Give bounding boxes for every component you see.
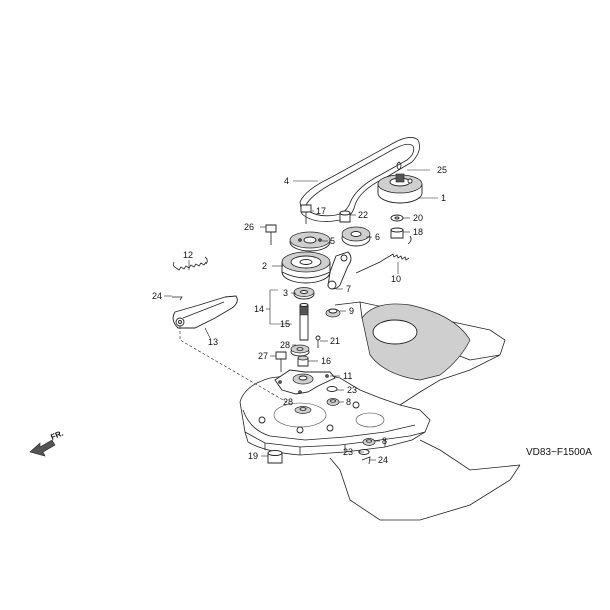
callout-21: 21 (330, 336, 340, 346)
tension-arm (327, 251, 352, 290)
diagram-reference-code: VD83−F1500A (526, 447, 592, 458)
callout-15: 15 (280, 319, 290, 329)
washer-20 (390, 214, 404, 222)
collar-3 (293, 287, 315, 300)
callout-numbers: 4 25 1 17 22 20 26 18 5 6 2 12 10 3 7 24… (152, 165, 447, 465)
spring-12 (172, 256, 208, 271)
bolt-19 (267, 450, 283, 464)
callout-2: 2 (262, 261, 267, 271)
callout-12: 12 (183, 250, 193, 260)
callout-5: 5 (330, 236, 335, 246)
collar-16 (297, 355, 309, 367)
callout-22: 22 (358, 210, 368, 220)
idler-arm (172, 295, 238, 329)
nut-9 (325, 308, 341, 318)
callout-24-lower: 24 (378, 455, 388, 465)
leader-lines (164, 169, 438, 461)
callout-3: 3 (283, 288, 288, 298)
callout-28-upper: 28 (280, 340, 290, 350)
bolt-17 (300, 204, 312, 224)
main-pulley (281, 251, 331, 284)
callout-10: 10 (391, 274, 401, 284)
front-direction-arrow: FR. (29, 429, 65, 457)
callout-16: 16 (321, 356, 331, 366)
callout-8-lower: 8 (382, 436, 387, 446)
right-pulley-assembly (377, 173, 423, 204)
nut-18 (390, 227, 404, 239)
callout-23-lower: 23 (343, 447, 353, 457)
callout-26: 26 (244, 222, 254, 232)
callout-4: 4 (284, 176, 289, 186)
callout-28-lower: 28 (283, 397, 293, 407)
nut-8-upper (326, 398, 340, 406)
nut-8-lower (362, 438, 376, 446)
tension-spring (355, 235, 412, 274)
callout-8-upper: 8 (346, 397, 351, 407)
callout-14: 14 (254, 304, 264, 314)
callout-7: 7 (346, 284, 351, 294)
bearing-lower (294, 406, 312, 414)
nut-23-upper (326, 386, 338, 392)
screw-26 (265, 224, 277, 245)
callout-13: 13 (208, 337, 218, 347)
callout-9: 9 (349, 306, 354, 316)
clip-24-left (172, 296, 183, 301)
spindle-shaft (299, 303, 309, 341)
bolt-27 (275, 351, 287, 372)
callout-23-upper: 23 (347, 385, 357, 395)
callout-1: 1 (441, 193, 446, 203)
callout-20: 20 (413, 213, 423, 223)
upper-pulley (289, 231, 331, 252)
callout-19: 19 (248, 451, 258, 461)
callout-27: 27 (258, 351, 268, 361)
callout-18: 18 (413, 227, 423, 237)
callout-24-left: 24 (152, 291, 162, 301)
clip-25 (396, 161, 402, 171)
clip-24-lower (361, 456, 371, 465)
front-direction-label: FR. (49, 429, 64, 442)
spindle-housing (274, 369, 336, 395)
callout-17: 17 (316, 206, 326, 216)
tensioner-pulley (339, 210, 371, 247)
callout-11: 11 (343, 371, 352, 381)
callout-6: 6 (375, 232, 380, 242)
callout-25: 25 (437, 165, 447, 175)
mower-deck (239, 301, 521, 521)
